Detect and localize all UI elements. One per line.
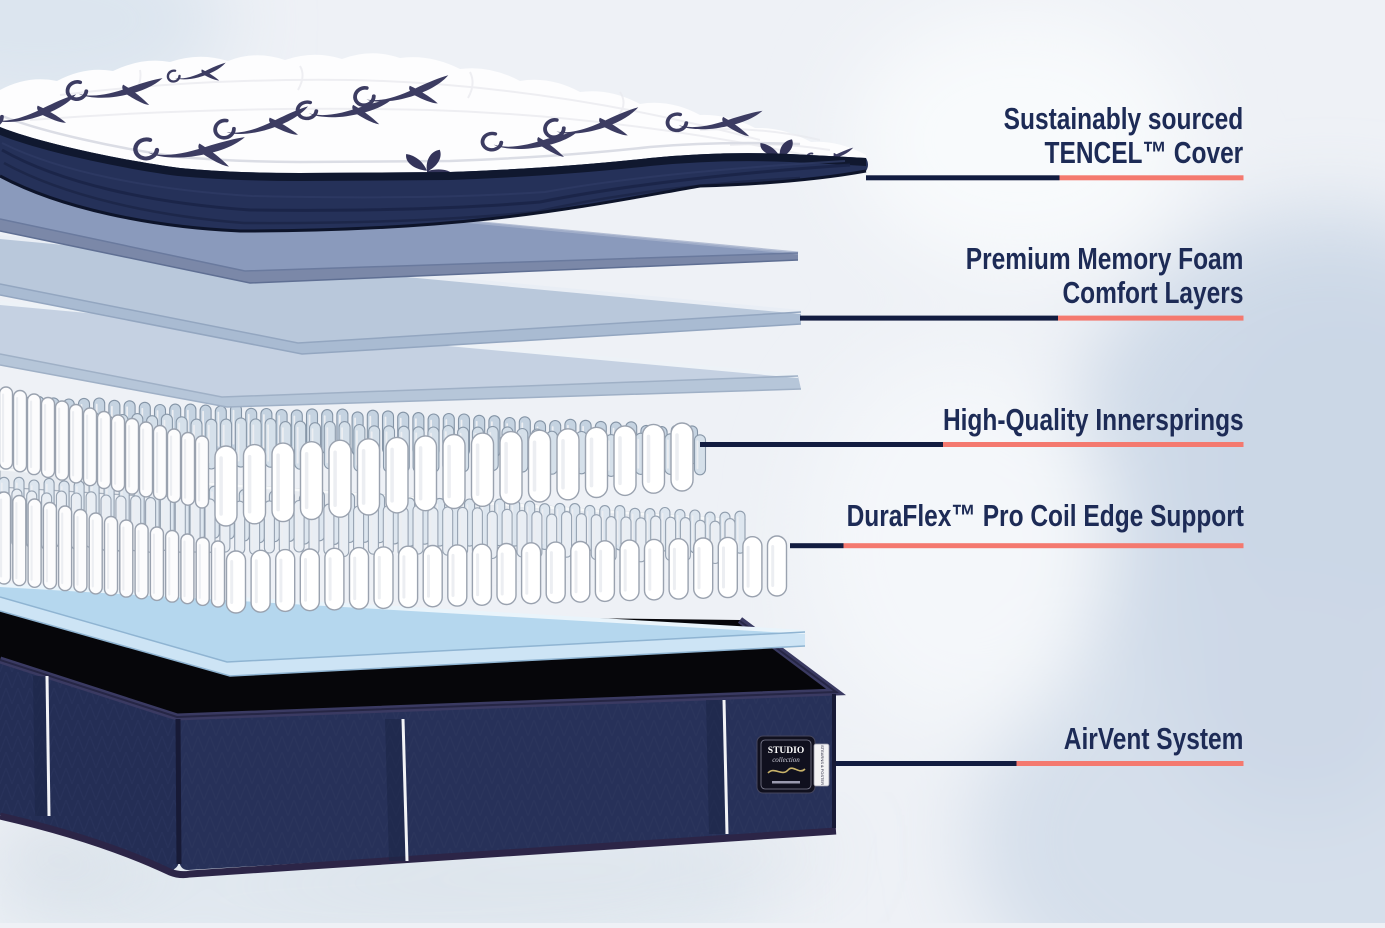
svg-text:collection: collection xyxy=(772,756,800,764)
svg-text:STEARNS & FOSTER: STEARNS & FOSTER xyxy=(820,745,825,785)
svg-text:STUDIO: STUDIO xyxy=(768,746,804,756)
